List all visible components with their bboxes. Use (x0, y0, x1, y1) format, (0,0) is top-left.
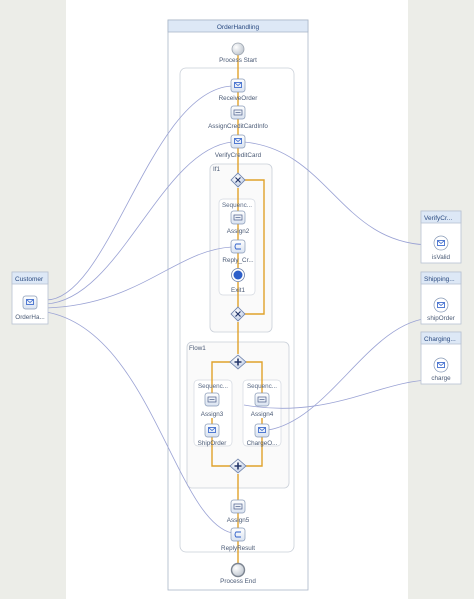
reply-credit-label: Reply_Cr... (222, 257, 253, 264)
process-end-label: Process End (220, 578, 256, 585)
activity-reply-credit[interactable]: Reply_Cr... (222, 239, 254, 264)
activity-assign2[interactable]: Assign2 (227, 210, 250, 235)
end-event-icon (230, 562, 246, 578)
process-start-label: Process Start (219, 57, 257, 64)
if-sequence-label: Sequenc... (222, 202, 252, 209)
assign4-label: Assign4 (251, 411, 274, 418)
activity-assign5[interactable]: Assign5 (227, 499, 250, 524)
activity-charge-order[interactable]: ChargeO... (247, 423, 278, 447)
partner-customer[interactable]: Customer OrderHa... (11, 271, 49, 325)
partner-links (45, 85, 433, 534)
assign-credit-card-info-label: AssignCreditCardInfo (208, 123, 268, 130)
activity-ship-order[interactable]: ShipOrder (198, 423, 227, 447)
assign5-label: Assign5 (227, 517, 250, 524)
partner-customer-title: Customer (15, 276, 44, 283)
receive-order-label: ReceiveOrder (219, 95, 258, 102)
exit1-label: Exit1 (231, 287, 245, 294)
main-scope (179, 67, 295, 553)
activity-reply-result[interactable]: ReplyResult (221, 527, 255, 552)
reply-icon (230, 239, 246, 254)
verify-credit-card-label: VerifyCreditCard (215, 152, 262, 159)
if-gateway-end[interactable] (230, 306, 246, 322)
partner-shipping[interactable]: Shipping... shipOrder (420, 271, 462, 325)
partner-charging[interactable]: Charging... charge (420, 331, 462, 385)
flow-label: Flow1 (189, 345, 206, 352)
activity-assign4[interactable]: Assign4 (251, 392, 274, 418)
flow-left-sequence[interactable] (193, 379, 233, 447)
reply-result-label: ReplyResult (221, 545, 255, 552)
partner-verify-operation: isValid (432, 254, 451, 261)
reply-icon (230, 527, 246, 542)
partner-charging-title: Charging... (424, 336, 456, 343)
assign2-label: Assign2 (227, 228, 250, 235)
activity-assign-credit-card-info[interactable]: AssignCreditCardInfo (208, 105, 268, 130)
partner-customer-operation: OrderHa... (15, 314, 45, 321)
partner-shipping-operation: shipOrder (427, 315, 455, 322)
partner-charging-operation: charge (431, 375, 451, 382)
exit-icon (233, 270, 243, 280)
flow-left-sequence-label: Sequenc... (198, 383, 228, 390)
if-label: If1 (213, 166, 220, 173)
activity-assign3[interactable]: Assign3 (201, 392, 224, 418)
process-start-node[interactable]: Process Start (219, 42, 257, 64)
activity-verify-credit-card[interactable]: VerifyCreditCard (215, 134, 262, 159)
control-flow-lines (211, 55, 265, 563)
activity-exit1[interactable]: Exit1 (231, 268, 245, 295)
process-end-node[interactable]: Process End (220, 562, 256, 586)
activity-receive-order[interactable]: ReceiveOrder (219, 78, 258, 102)
partner-verify-credit[interactable]: VerifyCr... isValid (420, 210, 462, 264)
charge-order-label: ChargeO... (247, 440, 278, 447)
ship-order-label: ShipOrder (198, 440, 227, 447)
flow-gateway-end[interactable] (229, 458, 247, 474)
process-title: OrderHandling (217, 24, 260, 31)
partner-verify-title: VerifyCr... (424, 215, 452, 222)
assign3-label: Assign3 (201, 411, 224, 418)
flow-right-sequence-label: Sequenc... (247, 383, 277, 390)
if-gateway-start[interactable] (230, 172, 246, 188)
start-event-icon (231, 42, 245, 56)
partner-shipping-title: Shipping... (424, 276, 455, 283)
flow-gateway-start[interactable] (229, 354, 247, 370)
